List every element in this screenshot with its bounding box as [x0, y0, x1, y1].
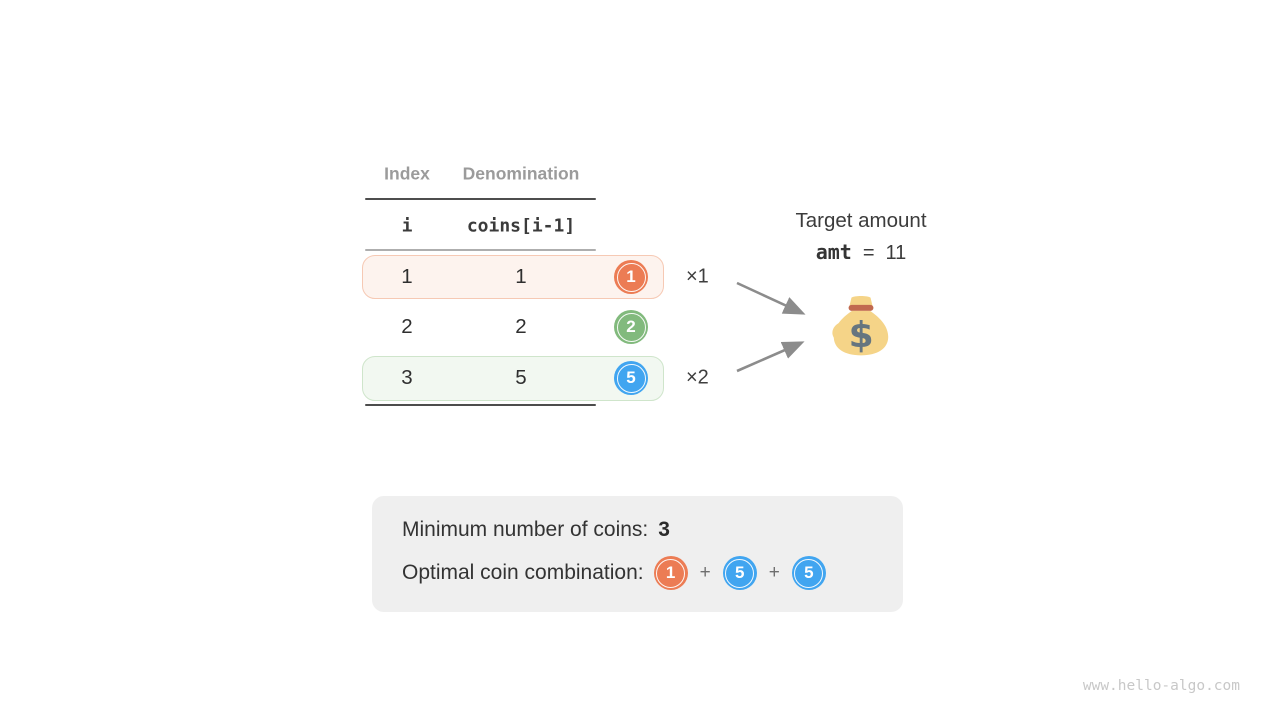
table-row-1-highlight	[362, 255, 664, 299]
table-rule-bottom	[365, 404, 596, 406]
combination-label: Optimal coin combination:	[402, 561, 644, 584]
row-3-denomination: 5	[515, 366, 527, 389]
var-cell-i: i	[401, 215, 413, 237]
equals-sign: =	[862, 242, 875, 264]
combination-line: Optimal coin combination: 1 + 5 + 5	[402, 556, 903, 590]
column-header-denomination: Denomination	[462, 163, 580, 184]
var-cell-coins: coins[i-1]	[466, 215, 576, 237]
result-coin-2-icon: 5	[722, 556, 757, 590]
min-coins-label: Minimum number of coins:	[402, 518, 649, 541]
result-coin-3-icon: 5	[791, 556, 826, 590]
coin-2-icon: 2	[614, 310, 648, 344]
result-coin-1-icon: 1	[653, 556, 688, 590]
coin-2-label: 2	[626, 317, 636, 336]
multiplier-row-3: ×2	[686, 366, 709, 389]
table-row-3-highlight	[362, 356, 664, 401]
result-box: Minimum number of coins: 3 Optimal coin …	[372, 496, 903, 612]
column-header-index: Index	[384, 163, 430, 184]
coin-5-icon: 5	[614, 361, 648, 395]
coin-5-label: 5	[626, 368, 636, 387]
result-coin-2-label: 5	[735, 563, 745, 582]
result-coin-1-label: 1	[665, 563, 676, 582]
min-coins-value: 3	[658, 518, 670, 541]
row-2-denomination: 2	[515, 315, 527, 338]
target-amount-equation: amt = 11	[761, 240, 961, 265]
target-amount-label: Target amount	[795, 209, 927, 232]
money-bag-icon: $	[832, 296, 889, 356]
row-1-denomination: 1	[515, 265, 527, 288]
arrow-icon	[736, 281, 806, 373]
target-value: 11	[885, 242, 907, 264]
row-1-index: 1	[401, 265, 413, 288]
row-2-index: 2	[401, 315, 413, 338]
target-amount-block: Target amount amt = 11	[761, 209, 961, 265]
header-rule-top	[365, 198, 596, 200]
min-coins-line: Minimum number of coins: 3	[402, 518, 903, 542]
plus-sign: +	[699, 562, 711, 583]
multiplier-row-1: ×1	[686, 265, 709, 288]
header-rule-bottom	[365, 249, 596, 251]
result-coin-3-label: 5	[804, 563, 814, 582]
watermark: www.hello-algo.com	[1082, 678, 1240, 694]
row-3-index: 3	[401, 366, 413, 389]
coin-1-label: 1	[626, 267, 636, 286]
target-variable: amt	[815, 240, 852, 264]
svg-text:$: $	[849, 315, 874, 356]
coin-1-icon: 1	[614, 260, 648, 294]
plus-sign: +	[768, 562, 780, 583]
